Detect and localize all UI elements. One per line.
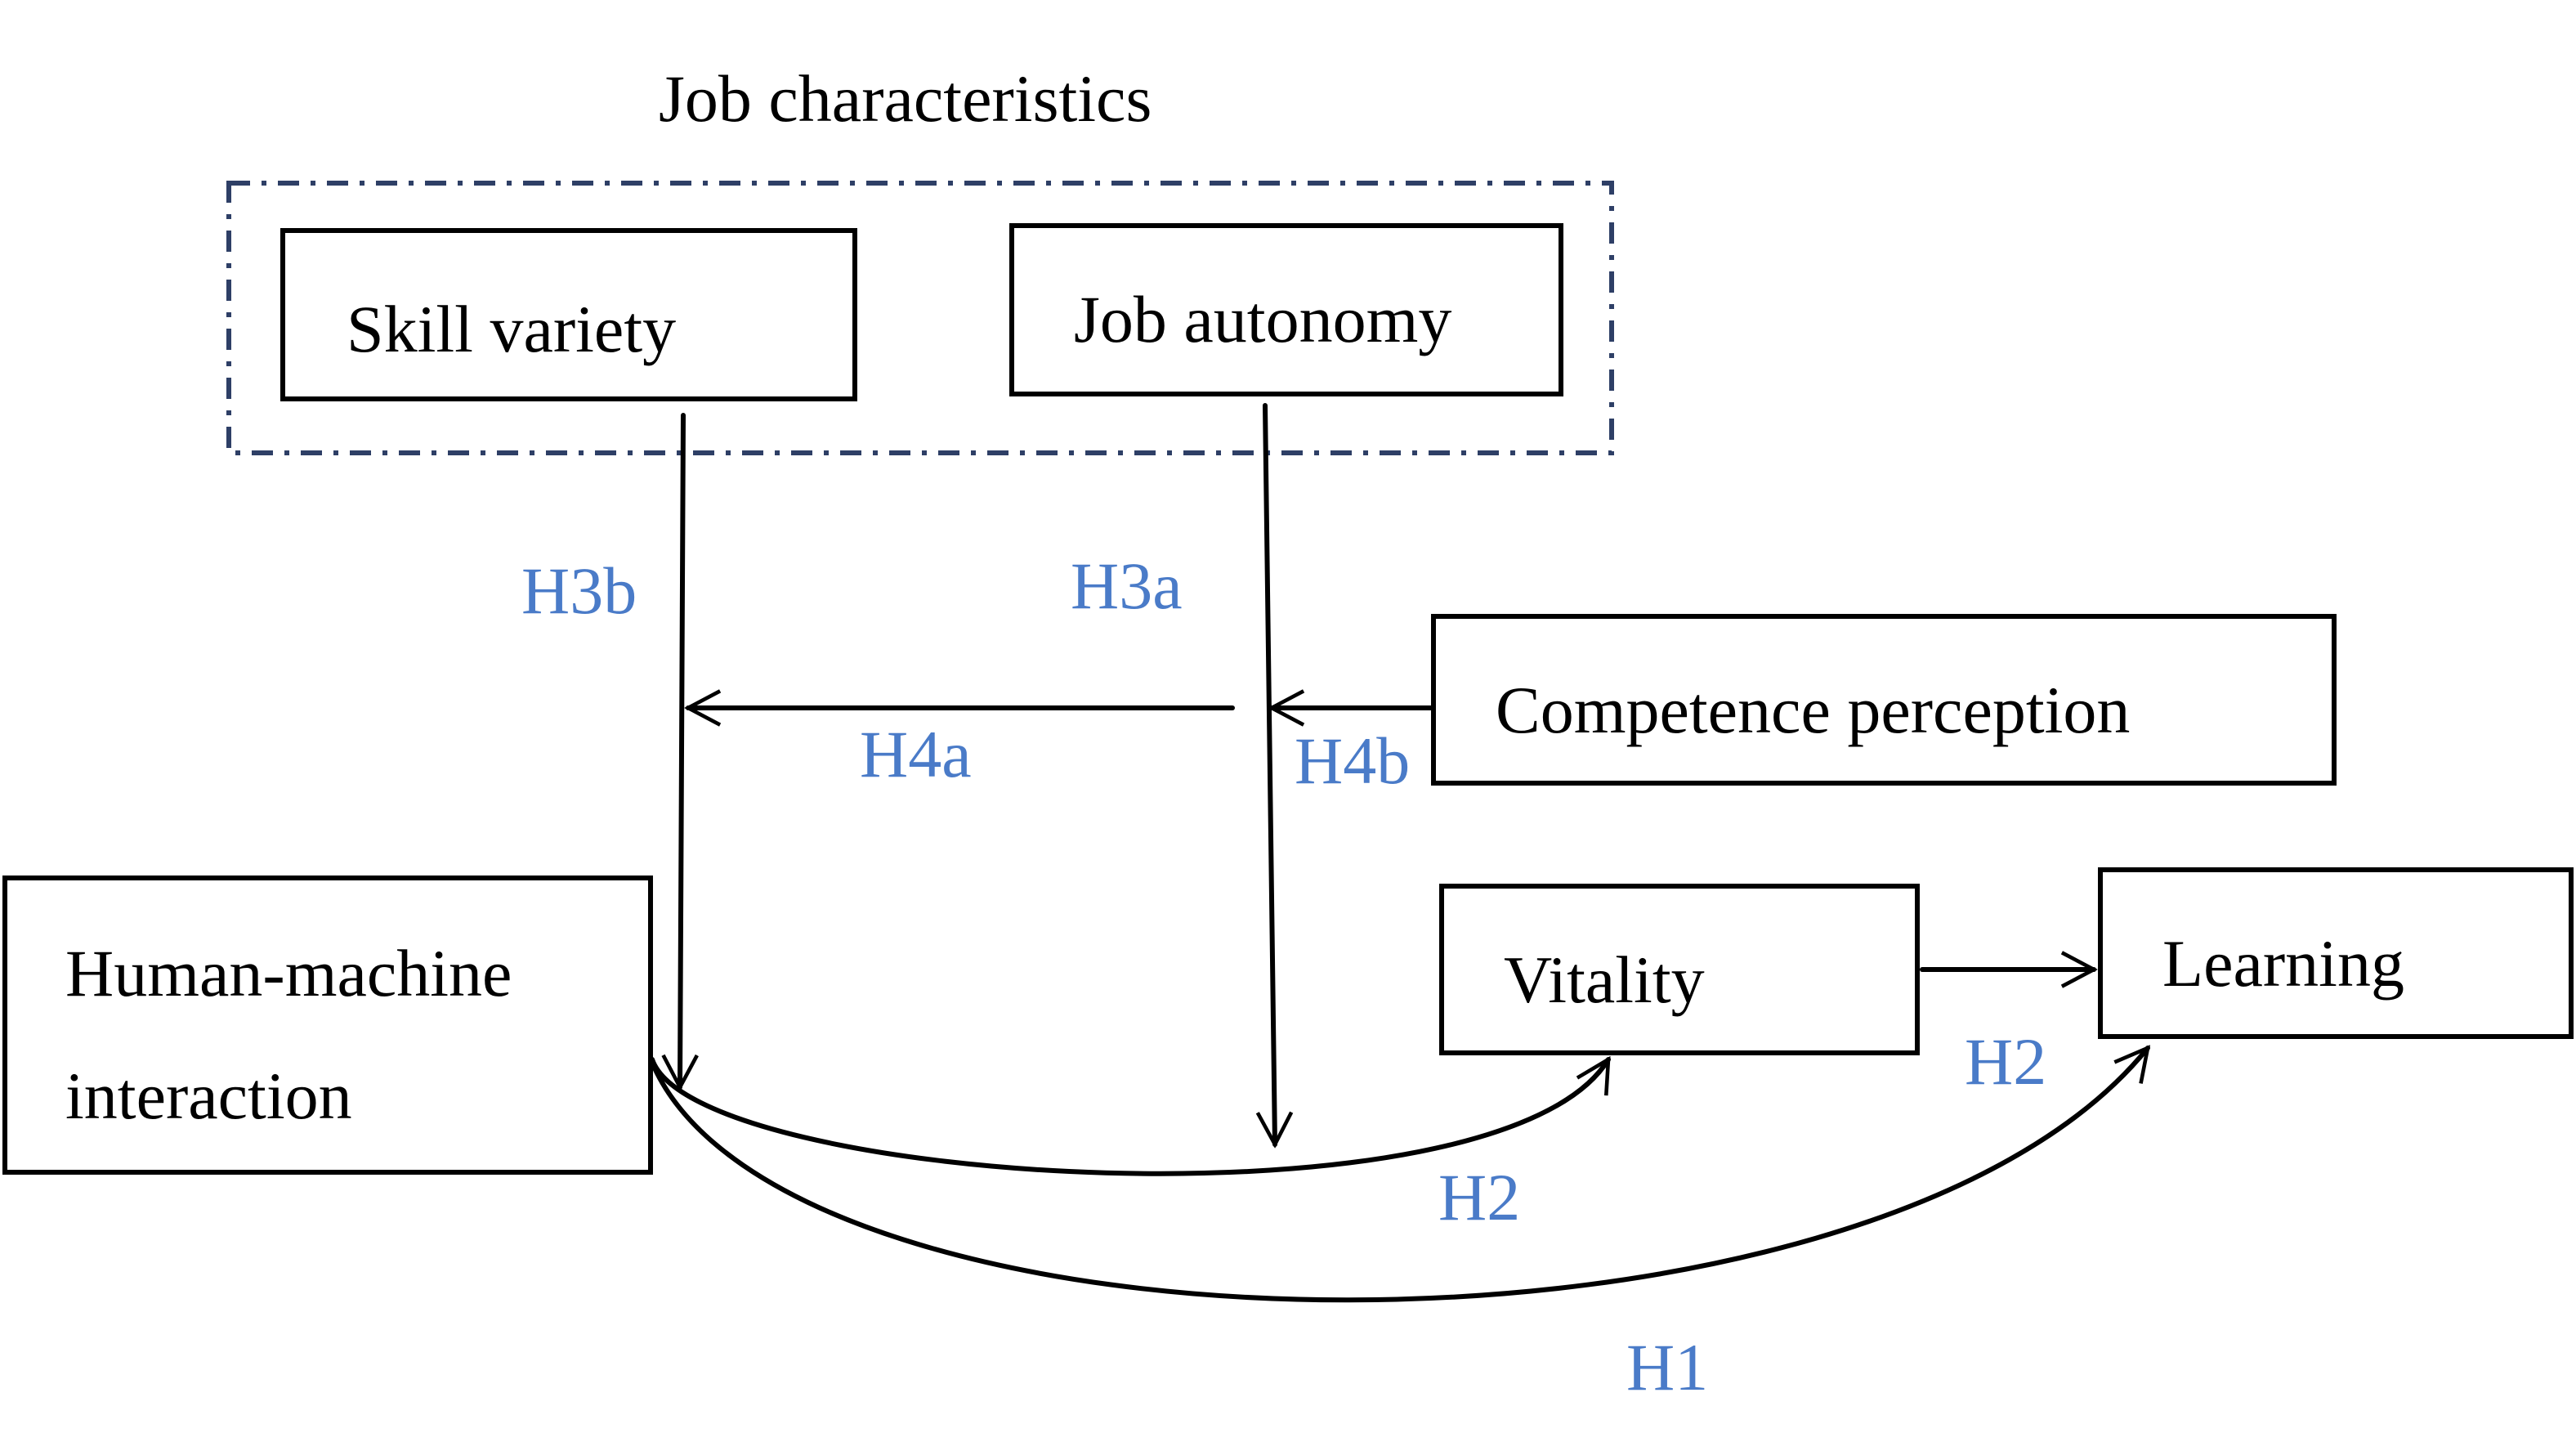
learning-node: Learning	[2098, 867, 2574, 1039]
job-characteristics-frame	[226, 181, 1614, 455]
human-machine-interaction-box	[2, 876, 653, 1175]
learning-label: Learning	[2162, 926, 2404, 1001]
skill-variety-box	[280, 228, 857, 401]
interaction-to-vitality-curve	[650, 1059, 1611, 1176]
job-autonomy-node: Job autonomy	[1009, 223, 1563, 396]
vitality-label: Vitality	[1504, 943, 1705, 1017]
h2-interaction-vitality-label: H2	[1438, 1160, 1520, 1234]
h4b-label: H4b	[1295, 723, 1410, 798]
skill-variety-moderation-arrow	[680, 413, 683, 1087]
h3b-label: H3b	[521, 553, 637, 628]
h1-label: H1	[1626, 1330, 1708, 1404]
h2-vitality-learning-label: H2	[1965, 1024, 2046, 1099]
human-machine-label-line1: Human-machine	[65, 936, 512, 1010]
human-machine-label-line2: interaction	[65, 1059, 352, 1133]
competence-perception-box	[1431, 614, 2337, 786]
competence-perception-node: Competence perception	[1431, 614, 2337, 786]
skill-variety-node: Skill variety	[280, 228, 857, 401]
job-autonomy-label: Job autonomy	[1074, 282, 1451, 356]
job-autonomy-box	[1009, 223, 1563, 396]
h3a-label: H3a	[1071, 549, 1183, 623]
human-machine-interaction-node: Human-machine interaction	[2, 876, 653, 1175]
h4a-label: H4a	[860, 717, 972, 791]
vitality-node: Vitality	[1439, 884, 1920, 1055]
skill-variety-label: Skill variety	[347, 292, 676, 366]
interaction-to-learning-curve	[650, 1048, 2148, 1303]
job-autonomy-moderation-arrow	[1265, 403, 1275, 1144]
competence-perception-label: Competence perception	[1496, 673, 2130, 747]
group-title: Job characteristics	[659, 61, 1152, 136]
learning-box	[2098, 867, 2574, 1039]
vitality-box	[1439, 884, 1920, 1055]
